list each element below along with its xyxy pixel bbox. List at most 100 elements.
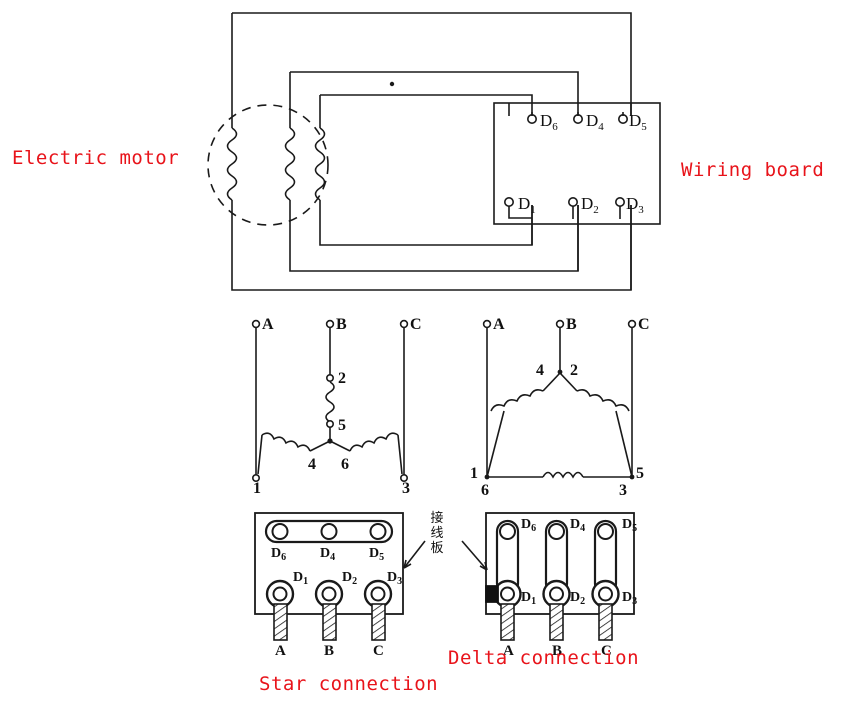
delta-board-lead-label-C: C <box>601 643 612 659</box>
delta-coil-left <box>490 389 544 412</box>
wiring-board-terminal-D2[interactable] <box>567 197 578 208</box>
star-connection-caption: Star connection <box>259 673 439 695</box>
wiring-board-terminal-labels: D6 D4 D5 D1 D2 D3 <box>518 111 647 216</box>
star-terminal-A[interactable] <box>251 319 261 329</box>
wire-w1bot-to-D3 <box>231 205 632 291</box>
motor-winding-2-coil <box>284 127 296 201</box>
delta-board-post-D2-inner <box>549 586 564 602</box>
delta-left-lead-lower <box>486 410 505 478</box>
star-node-5 <box>325 419 334 428</box>
star-label-1: 1 <box>253 480 261 497</box>
star-board-post-D2-inner <box>321 586 337 602</box>
star-node-3 <box>399 473 408 482</box>
star-board-label-D4: D4 <box>320 546 335 563</box>
delta-board-label-D6: D6 <box>521 517 536 534</box>
delta-board-group <box>485 512 635 641</box>
delta-terminal-B[interactable] <box>555 319 565 329</box>
leader-arrow-delta <box>479 561 488 571</box>
delta-vertex-right <box>629 474 635 480</box>
star-board-post-D1-inner <box>272 586 288 602</box>
star-terminal-B[interactable] <box>325 319 335 329</box>
star-coil-C <box>349 432 399 452</box>
delta-board-terminal-D6[interactable] <box>499 523 516 540</box>
delta-board-label-D1: D1 <box>521 590 536 607</box>
star-left-arm-tail2 <box>257 434 263 475</box>
star-board-lead-label-A: A <box>275 643 286 659</box>
motor-winding-3-coil <box>314 127 326 201</box>
star-label-2: 2 <box>338 370 346 387</box>
star-board-lead-label-C: C <box>373 643 384 659</box>
delta-label-5: 5 <box>636 465 644 482</box>
wiring-board-label: Wiring board <box>681 159 825 181</box>
star-board-labels: D6 D4 D5 D1 D2 D3 A B C <box>271 546 402 659</box>
star-coil-A <box>261 432 311 452</box>
delta-board-labels: D6 D4 D5 D1 D2 D3 A B C <box>503 517 637 659</box>
star-coil-B <box>325 381 335 423</box>
label-D1-bottom: D1 <box>518 194 536 216</box>
schematic-dot-marker <box>389 81 395 87</box>
terminal-riser-lines <box>508 103 632 290</box>
star-label-C: C <box>410 316 422 333</box>
star-schematic-group <box>251 319 409 482</box>
delta-label-A: A <box>493 316 505 333</box>
delta-board-terminal-D4[interactable] <box>548 523 565 540</box>
star-right-arm-lead <box>329 440 351 452</box>
terminal-stubs-bottom <box>508 206 621 219</box>
star-label-4: 4 <box>308 456 316 473</box>
star-label-6: 6 <box>341 456 349 473</box>
wire-w1top-to-D5 <box>232 12 632 116</box>
star-board-post-D3-inner <box>370 586 386 602</box>
star-board-label-D5: D5 <box>369 546 384 563</box>
delta-vertex-left <box>484 474 490 480</box>
star-board-label-D6: D6 <box>271 546 286 563</box>
wiring-board-terminal-D4[interactable] <box>572 114 583 125</box>
star-node-1 <box>252 473 261 482</box>
star-left-arm-lead <box>309 440 331 452</box>
delta-board-terminal-D5[interactable] <box>597 523 614 540</box>
star-label-A: A <box>262 316 274 333</box>
star-board-lead-C <box>371 603 386 641</box>
wiring-board-terminal-D1[interactable] <box>503 197 514 208</box>
star-right-arm-tail <box>397 434 403 475</box>
delta-connection-caption: Delta connection <box>448 647 640 669</box>
delta-board-lead-label-B: B <box>552 643 562 659</box>
wiring-board-terminal-D6[interactable] <box>526 114 537 125</box>
delta-label-3: 3 <box>619 482 627 499</box>
delta-vertex-top <box>557 369 563 375</box>
delta-board-label-D4: D4 <box>570 517 585 534</box>
wire-w3top-to-D6 <box>320 94 533 116</box>
star-board-label-D1: D1 <box>293 570 308 587</box>
label-D2-bottom: D2 <box>581 194 599 216</box>
motor-boundary-dashed-circle <box>207 104 329 226</box>
top-schematic-group <box>207 12 661 291</box>
star-schematic-labels: A B C 2 5 4 6 1 3 <box>253 316 422 497</box>
delta-board-post-D3-inner <box>598 586 613 602</box>
star-board-label-D3: D3 <box>387 570 402 587</box>
star-board-terminal-D4[interactable] <box>320 523 338 540</box>
delta-label-B: B <box>566 316 577 333</box>
wiring-board-terminal-D5[interactable] <box>617 114 628 125</box>
star-board-label-D2: D2 <box>342 570 357 587</box>
delta-terminal-A[interactable] <box>482 319 492 329</box>
delta-terminal-C[interactable] <box>627 319 637 329</box>
star-terminal-C[interactable] <box>399 319 409 329</box>
delta-right-lead-upper <box>559 372 578 392</box>
wire-w3bot-to-D1 <box>319 205 533 246</box>
delta-board-post-D1-inner <box>500 586 515 602</box>
star-board-terminal-D5[interactable] <box>369 523 387 540</box>
delta-board-lead-B <box>549 603 564 641</box>
terminal-board-leader-lines <box>403 540 488 571</box>
delta-schematic-labels: A B C 4 2 1 6 5 3 <box>470 316 650 499</box>
leader-line-to-delta-board <box>461 540 488 571</box>
electric-motor-label: Electric motor <box>12 147 180 169</box>
delta-label-1: 1 <box>470 465 478 482</box>
delta-board-lead-A <box>500 603 515 641</box>
star-label-5: 5 <box>338 417 346 434</box>
label-D3-bottom: D3 <box>626 194 644 216</box>
star-board-terminal-D6[interactable] <box>271 523 289 540</box>
wiring-board-terminal-D3[interactable] <box>614 197 625 208</box>
leader-line-to-star-board <box>403 540 426 569</box>
star-board-link-bar[interactable] <box>264 519 394 544</box>
